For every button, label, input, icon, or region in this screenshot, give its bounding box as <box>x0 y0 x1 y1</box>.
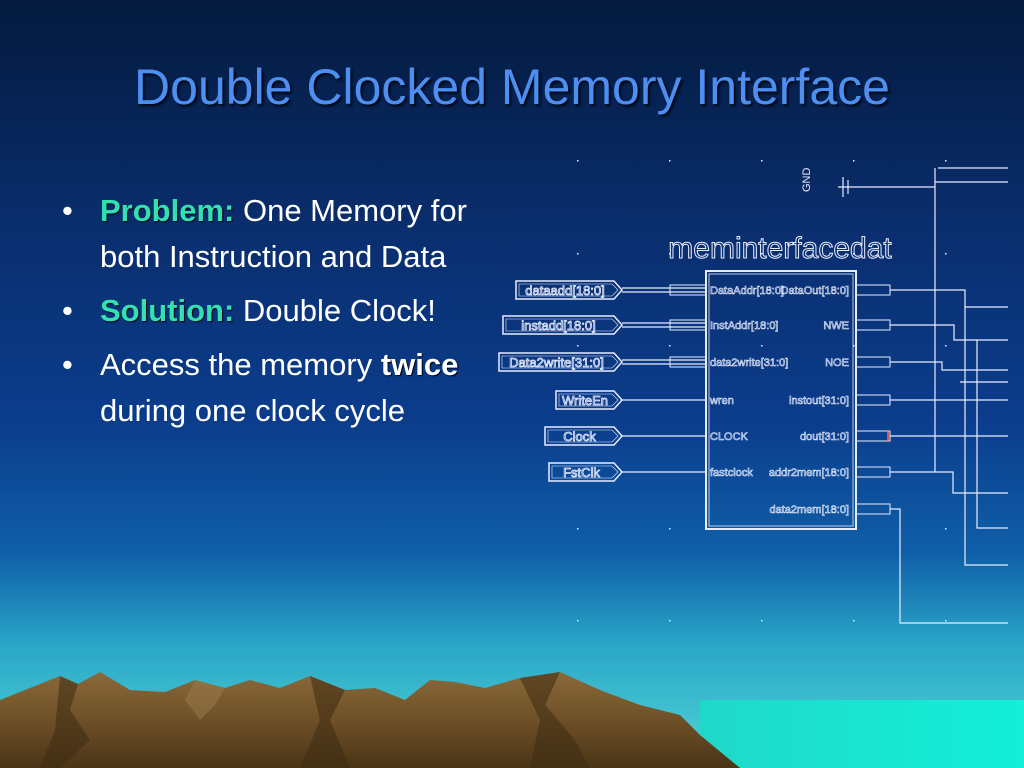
output-wire <box>890 289 1008 308</box>
grid-dot <box>761 253 763 255</box>
input-pin <box>515 280 624 300</box>
gnd-label: GND <box>801 168 813 193</box>
right-port-label: instout[31:0] <box>789 395 849 407</box>
input-pin <box>502 315 624 335</box>
grid-dot <box>577 620 579 622</box>
right-port-label: addr2mem[18:0] <box>769 467 849 479</box>
grid-dot <box>853 345 855 347</box>
grid-dots <box>577 160 947 622</box>
input-pin <box>498 352 624 372</box>
bullet-access: Access the memory twice during one clock… <box>62 342 472 434</box>
right-port-label: dout[31:0] <box>800 431 849 443</box>
left-port-label: DataAddr[18:0] <box>710 285 784 297</box>
right-port-label: DataOut[18:0] <box>781 285 850 297</box>
left-port-label: InstAddr[18:0] <box>710 320 779 332</box>
access-text-pre: Access the memory <box>100 347 381 382</box>
gnd-symbol <box>838 177 862 197</box>
bullet-solution: Solution: Double Clock! <box>62 288 472 334</box>
output-wire <box>976 340 1008 529</box>
output-wire <box>890 361 1008 371</box>
block-name: meminterfacedat <box>668 232 892 265</box>
grid-dot <box>669 345 671 347</box>
grid-dot <box>945 253 947 255</box>
input-pin-label: Clock <box>563 429 596 444</box>
input-pin-label: WriteEn <box>562 393 608 408</box>
left-port-label: wren <box>709 395 734 407</box>
input-pin <box>548 462 624 482</box>
bullet-problem: Problem: One Memory for both Instruction… <box>62 188 472 280</box>
grid-dot <box>853 620 855 622</box>
output-wire <box>964 307 1008 566</box>
problem-text: One Memory for both Instruction and Data <box>100 193 467 274</box>
access-emphasis: twice <box>380 347 459 382</box>
grid-dot <box>853 160 855 162</box>
left-port-label: CLOCK <box>710 431 749 443</box>
output-wires <box>862 167 1008 624</box>
solution-keyword: Solution: <box>100 293 235 328</box>
grid-dot <box>577 160 579 162</box>
right-port-label: data2mem[18:0] <box>770 504 850 516</box>
grid-dot <box>669 620 671 622</box>
grid-dot <box>669 160 671 162</box>
right-port-label: NOE <box>825 357 849 369</box>
access-text-post: during one clock cycle <box>100 393 405 428</box>
output-wire <box>890 324 1008 341</box>
slide-title: Double Clocked Memory Interface <box>134 59 890 115</box>
grid-dot <box>761 620 763 622</box>
grid-dot <box>853 253 855 255</box>
input-pin <box>555 390 624 410</box>
grid-dot <box>945 160 947 162</box>
solution-text: Double Clock! <box>234 293 436 328</box>
grid-dot <box>945 620 947 622</box>
input-pin <box>544 426 624 446</box>
input-pin-label: Data2write[31:0] <box>509 355 604 370</box>
block-ports: DataAddr[18:0] InstAddr[18:0] data2write[3… <box>709 284 891 516</box>
grid-dot <box>945 345 947 347</box>
left-port-label: fastclock <box>710 467 753 479</box>
grid-dot <box>669 528 671 530</box>
input-pins: dataadd[18:0] instadd[18:0] Data2write[31:… <box>498 280 707 482</box>
grid-dot <box>761 345 763 347</box>
output-wire <box>890 471 1008 494</box>
problem-keyword: Problem: <box>100 193 235 228</box>
grid-dot <box>577 345 579 347</box>
right-port-label: NWE <box>823 320 849 332</box>
input-pin-label: instadd[18:0] <box>521 318 595 333</box>
grid-dot <box>669 253 671 255</box>
grid-dot <box>761 160 763 162</box>
input-pin-label: FstClk <box>563 465 600 480</box>
grid-dot <box>577 253 579 255</box>
output-wire <box>890 508 1008 624</box>
bullet-list: Problem: One Memory for both Instruction… <box>62 188 472 442</box>
grid-dot <box>577 528 579 530</box>
grid-dot <box>945 528 947 530</box>
input-pin-label: dataadd[18:0] <box>525 283 605 298</box>
left-port-label: data2write[31:0] <box>710 357 788 369</box>
